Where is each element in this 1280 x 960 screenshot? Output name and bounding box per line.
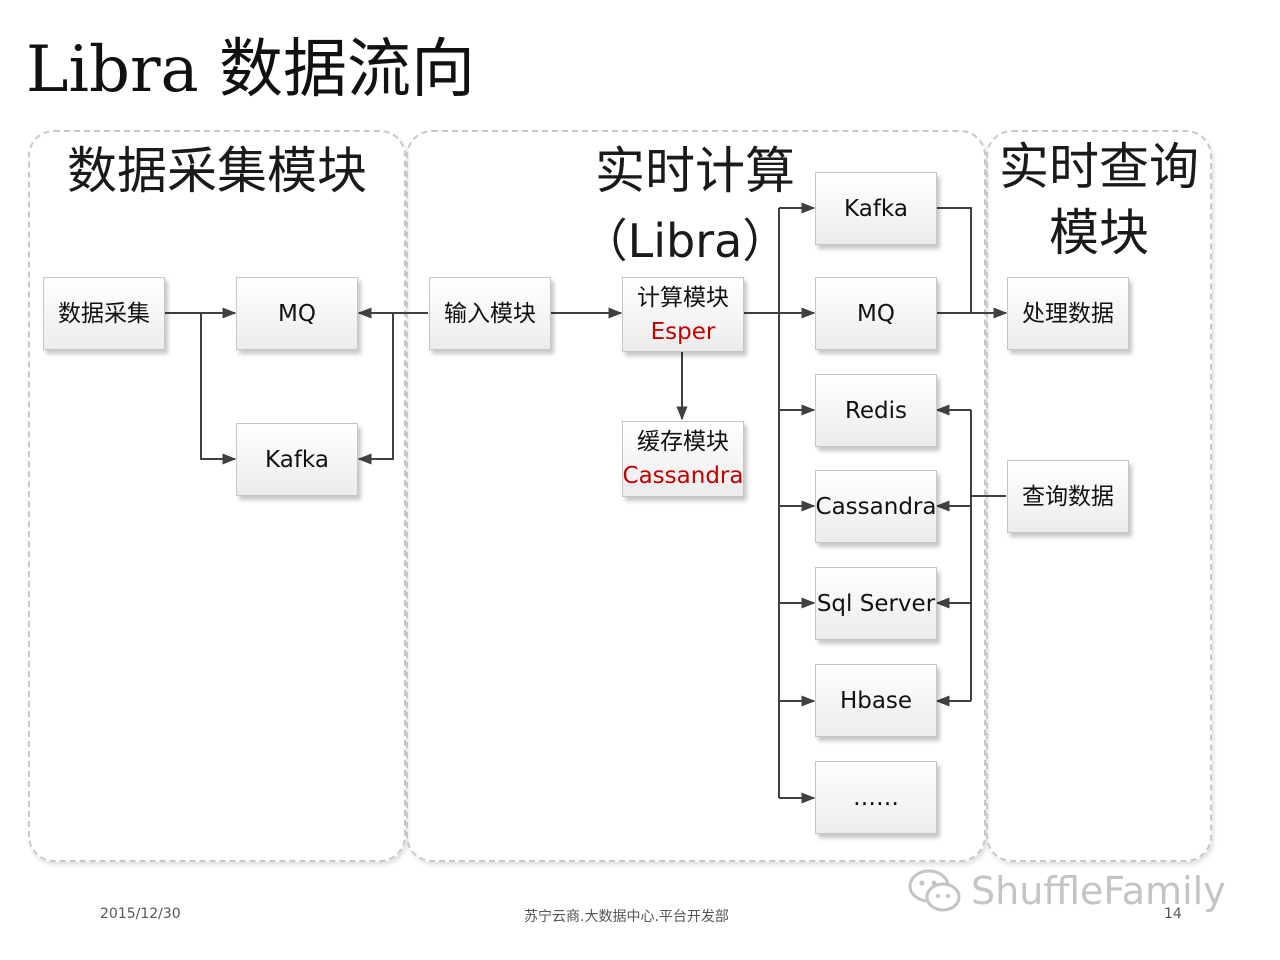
compute-module-node: 计算模块 Esper — [622, 277, 744, 352]
output-kafka-label: Kafka — [844, 195, 908, 222]
output-redis-node: Redis — [815, 374, 937, 447]
mq-input-label: MQ — [278, 300, 316, 327]
watermark: ShuffleFamily — [905, 866, 1245, 916]
output-hbase-node: Hbase — [815, 664, 937, 737]
output-sqlserver-node: Sql Server — [815, 567, 937, 640]
output-cassandra-node: Cassandra — [815, 470, 937, 543]
watermark-text: ShuffleFamily — [971, 869, 1226, 913]
realtime-compute-panel-subtitle: （Libra） — [581, 214, 789, 268]
output-more-node: …… — [815, 761, 937, 834]
output-hbase-label: Hbase — [839, 687, 913, 714]
data-collection-panel — [28, 130, 406, 862]
footer-date: 2015/12/30 — [100, 906, 181, 922]
page-title: Libra 数据流向 — [26, 33, 476, 107]
output-more-label: …… — [853, 784, 899, 811]
footer-organization: 苏宁云商.大数据中心.平台开发部 — [524, 909, 729, 925]
output-mq-node: MQ — [815, 277, 937, 350]
chat-bubbles-icon — [908, 869, 961, 912]
mq-input-node: MQ — [236, 277, 358, 350]
cache-module-node: 缓存模块 Cassandra — [622, 421, 744, 497]
compute-module-label: 计算模块 — [637, 284, 729, 311]
cache-module-tech: Cassandra — [622, 463, 744, 489]
realtime-query-panel-title: 实时查询 — [999, 138, 1199, 196]
output-redis-label: Redis — [844, 397, 908, 424]
input-module-node: 输入模块 — [429, 277, 551, 350]
data-collect-label: 数据采集 — [58, 300, 150, 327]
kafka-input-label: Kafka — [265, 446, 329, 473]
data-collection-panel-title: 数据采集模块 — [67, 142, 367, 200]
cache-module-label: 缓存模块 — [637, 429, 729, 455]
realtime-compute-panel-title: 实时计算 — [595, 142, 795, 200]
data-collect-node: 数据采集 — [43, 277, 165, 350]
input-module-label: 输入模块 — [444, 300, 536, 327]
process-data-label: 处理数据 — [1022, 300, 1114, 327]
output-sqlserver-label: Sql Server — [816, 590, 936, 617]
query-data-label: 查询数据 — [1022, 483, 1114, 510]
output-mq-label: MQ — [857, 300, 895, 327]
process-data-node: 处理数据 — [1007, 277, 1129, 350]
compute-module-tech: Esper — [650, 318, 716, 345]
kafka-input-node: Kafka — [236, 423, 358, 496]
realtime-query-panel-title-line2: 模块 — [1049, 204, 1149, 262]
output-cassandra-label: Cassandra — [815, 493, 937, 520]
footer-page-number: 14 — [1164, 906, 1182, 922]
output-kafka-node: Kafka — [815, 172, 937, 245]
query-data-node: 查询数据 — [1007, 460, 1129, 533]
